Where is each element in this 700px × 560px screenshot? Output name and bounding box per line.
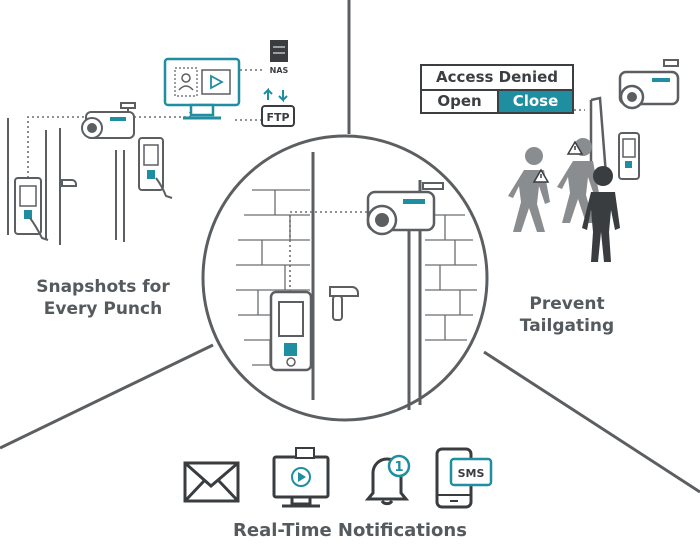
access-terminal-icon [618,132,640,180]
close-button[interactable]: Close [499,91,572,112]
notifications-section-label: Real-Time Notifications [233,520,467,541]
access-status-panel: Access Denied Open Close [420,64,574,114]
camera-icon [618,59,680,110]
monitor-icon [163,57,241,120]
snapshots-line2: Every Punch [43,299,163,319]
snapshots-line1: Snapshots for [36,277,170,297]
ftp-label: FTP [266,111,289,124]
open-button[interactable]: Open [422,91,499,112]
access-denied-label: Access Denied [422,66,572,91]
snapshots-section-label: Snapshots for Every Punch [18,276,188,320]
camera-icon [81,111,135,139]
section-dividers [0,0,700,494]
bell-icon: 1 [364,454,411,506]
tailgating-scene [508,59,680,262]
door-detail-scene [201,134,489,422]
access-terminal-icon [269,290,313,372]
person-icon [582,166,620,262]
tailgating-line1: Prevent [529,294,605,314]
nas-server-icon: NAS [270,40,289,75]
warning-icon [532,140,584,183]
notification-icons: 1 SMS [183,447,493,509]
video-monitor-icon [272,447,330,508]
sms-label: SMS [458,467,485,480]
snapshot-scene: NAS FTP [7,40,295,245]
ftp-upload-icon: FTP [261,87,295,127]
access-terminal-icon [14,177,49,241]
bell-badge-count: 1 [394,460,403,475]
smartphone-sms-icon: SMS [435,447,493,509]
envelope-icon [183,461,240,503]
person-icon [508,147,550,232]
nas-label: NAS [270,66,289,75]
access-terminal-icon [138,137,173,199]
tailgating-section-label: Prevent Tailgating [508,293,626,337]
camera-icon [366,182,444,236]
tailgating-line2: Tailgating [519,316,615,336]
